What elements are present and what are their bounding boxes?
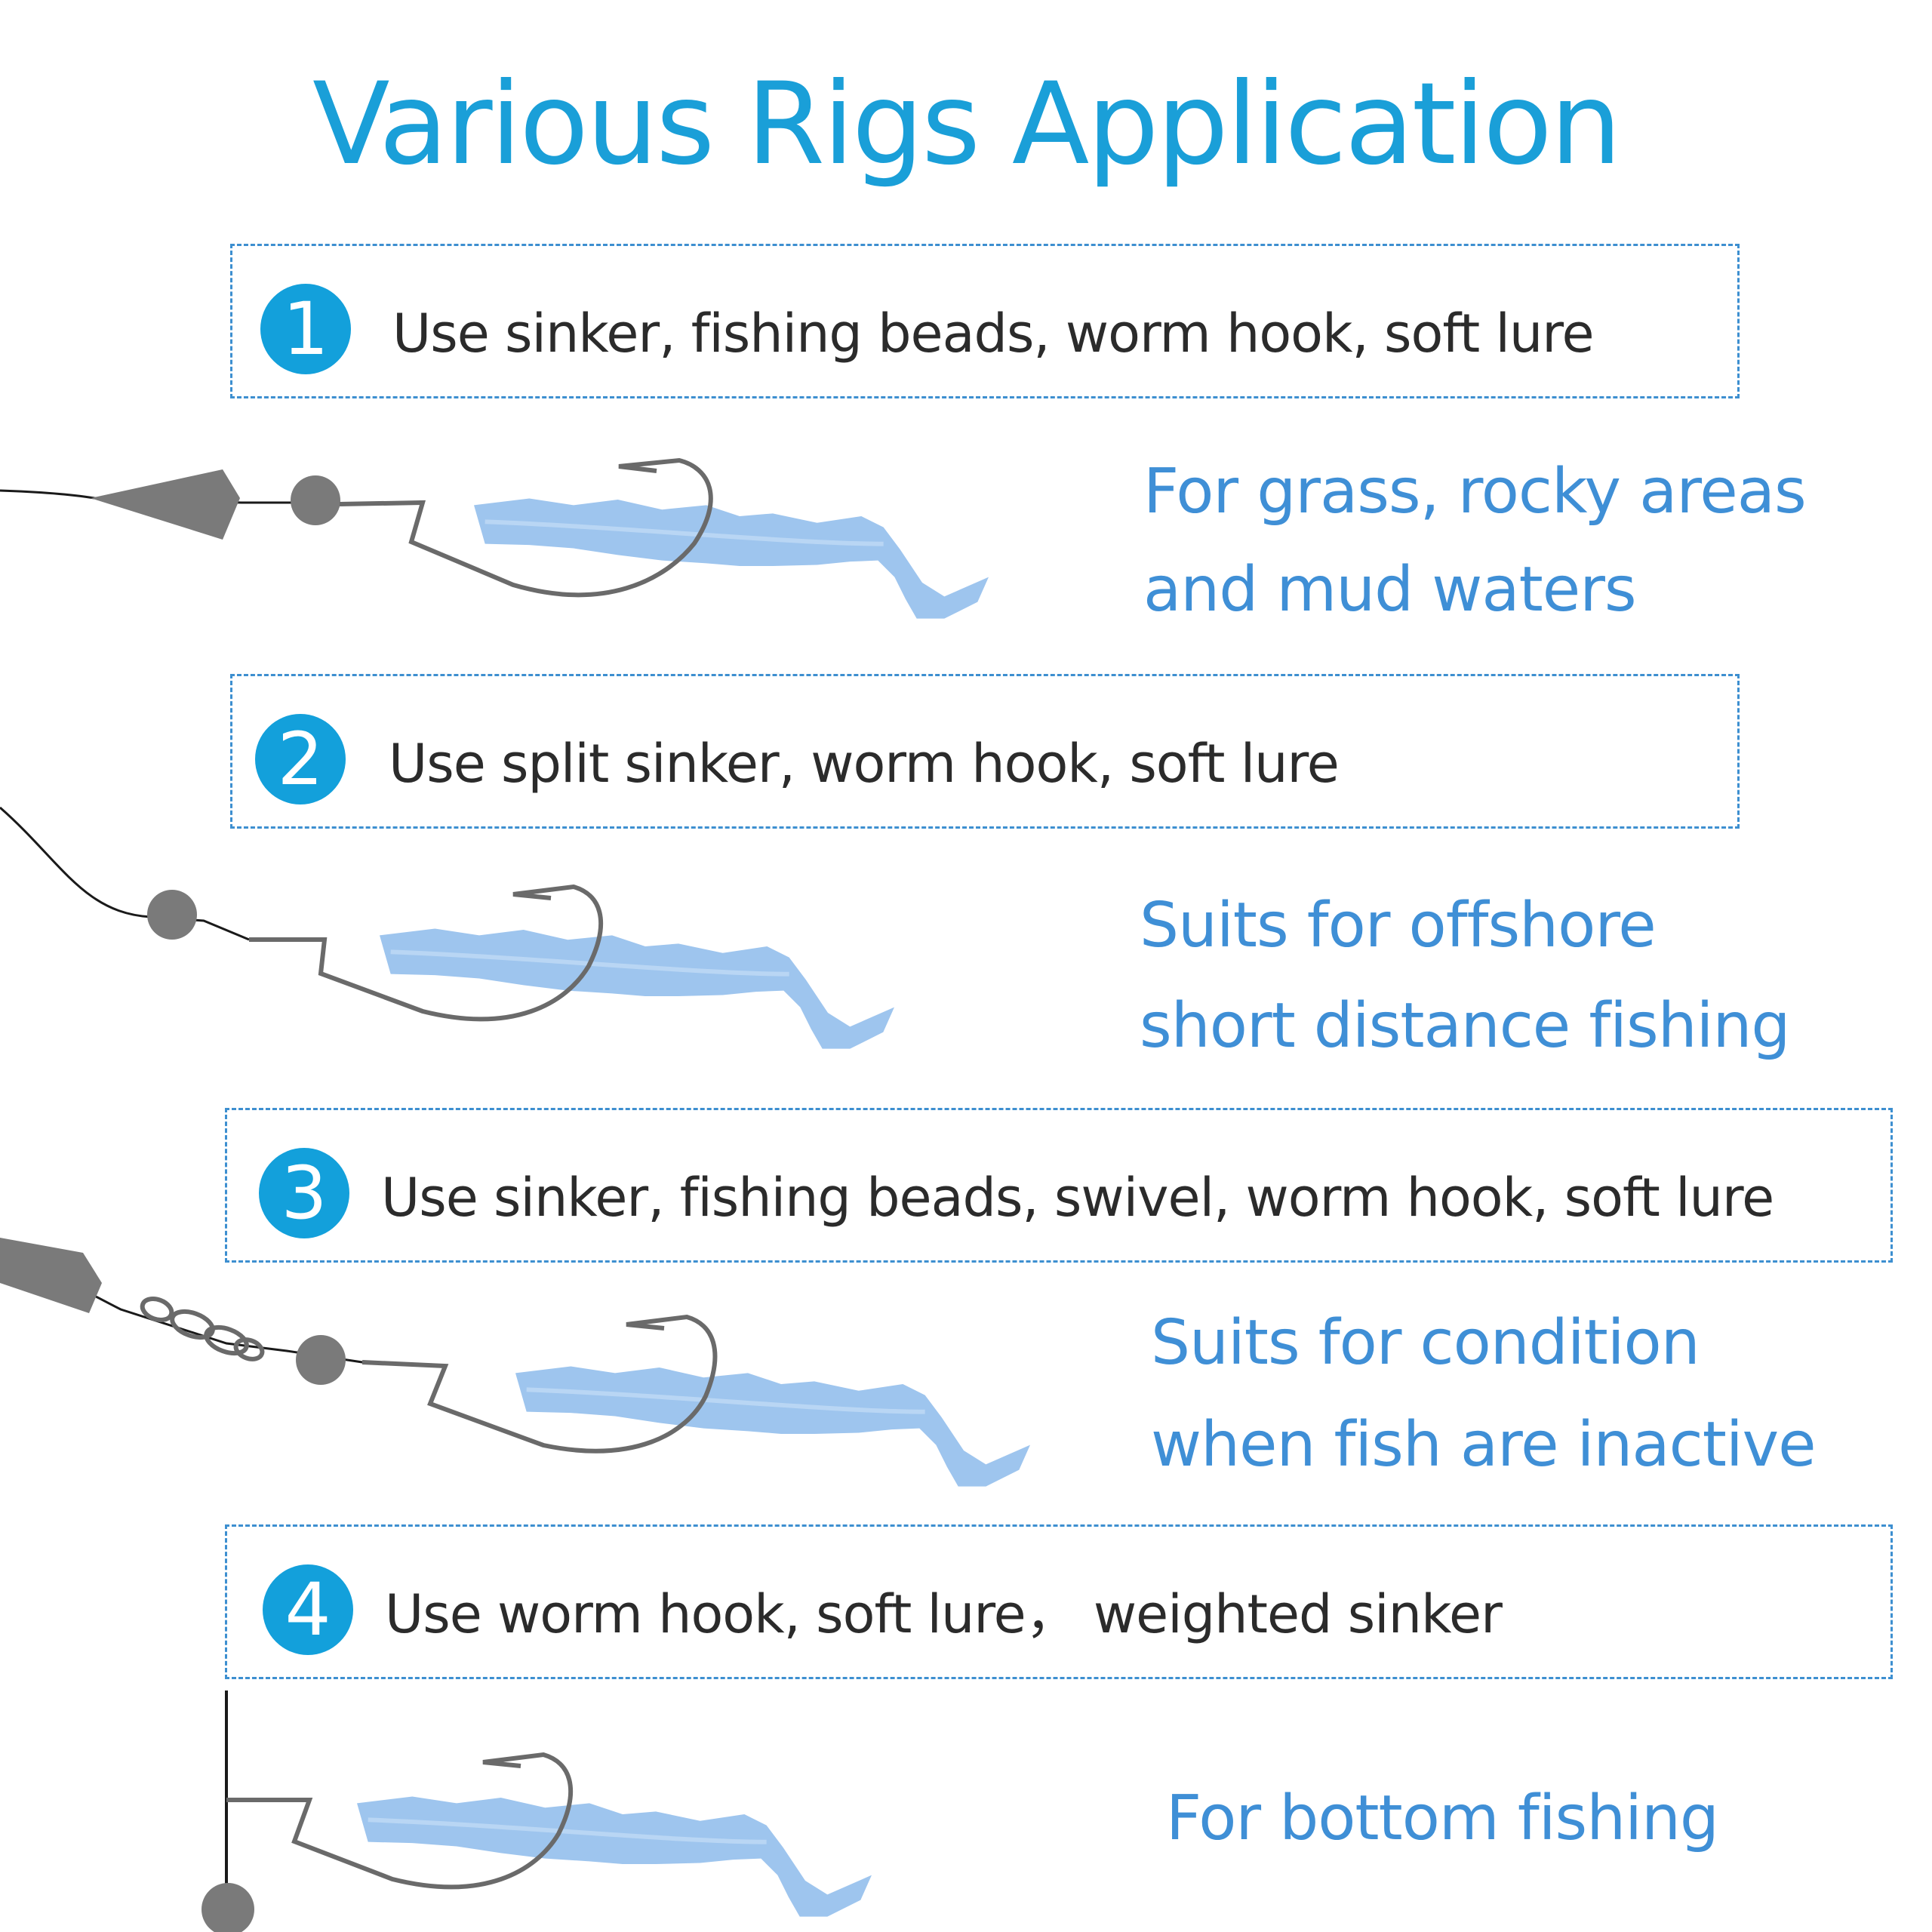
rig-3-components-box [225, 1108, 1893, 1263]
rig-2-illustration [0, 806, 894, 1049]
rig-2-split-sinker [147, 890, 197, 940]
rig-2-use-line-2: short distance fishing [1140, 990, 1790, 1062]
rig-1-number-badge: 1 [260, 284, 351, 374]
rig-3-illustration [0, 1238, 1030, 1487]
rig-2-components: Use split sinker, worm hook, soft lure [389, 733, 1340, 795]
rig-3-swivel [140, 1296, 265, 1361]
rig-1-worm-hook [339, 457, 713, 598]
rig-1-use-line-1: For grass, rocky areas [1143, 456, 1807, 528]
rig-1-use-line-2: and mud waters [1143, 554, 1637, 626]
rig-3-use-line-1: Suits for condition [1151, 1307, 1700, 1379]
rig-2-soft-lure [380, 929, 894, 1049]
rig-2-worm-hook [249, 884, 603, 1022]
rig-3-worm-hook [361, 1314, 718, 1454]
rig-3-bullet-sinker [0, 1238, 102, 1313]
page-title: Various Rigs Application [312, 59, 1622, 190]
rig-2-components-box [230, 674, 1740, 829]
rig-1-soft-lure [474, 499, 989, 619]
rig-1-illustration [0, 457, 989, 619]
rig-2-fishing-line [0, 806, 250, 941]
rig-3-fishing-bead [296, 1335, 346, 1385]
rig-4-soft-lure [357, 1797, 872, 1917]
rig-2-use-line-1: Suits for offshore [1140, 890, 1657, 961]
rig-1-components-box [230, 244, 1740, 398]
rig-3-number-badge: 3 [259, 1148, 349, 1238]
rig-1-components: Use sinker, fishing beads, worm hook, so… [392, 303, 1595, 365]
rig-4-number-badge: 4 [263, 1564, 353, 1655]
rig-1-fishing-bead [291, 475, 340, 525]
rig-4-weighted-sinker [202, 1883, 254, 1932]
rig-3-soft-lure [515, 1367, 1030, 1487]
rig-4-use-line-1: For bottom fishing [1166, 1783, 1719, 1854]
rig-1-bullet-sinker [91, 469, 240, 540]
rig-3-use-line-2: when fish are inactive [1151, 1409, 1817, 1481]
rig-2-number-badge: 2 [255, 714, 346, 804]
rig-4-components-box [225, 1524, 1893, 1679]
rig-3-components: Use sinker, fishing beads, swivel, worm … [381, 1167, 1774, 1229]
rig-4-illustration [202, 1690, 872, 1932]
rig-4-fishing-line [225, 1690, 298, 1898]
rig-4-worm-hook [226, 1752, 573, 1890]
rig-4-components: Use worm hook, soft lure， weighted sinke… [385, 1583, 1503, 1645]
